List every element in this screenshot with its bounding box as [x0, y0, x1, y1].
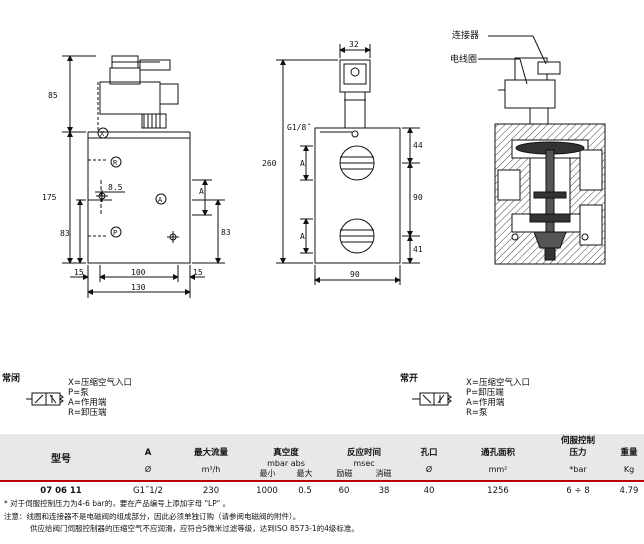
- spec-table: 型号 A 最大流量 真空度 反应时间 孔口 通孔面积 伺服控制压力 重量 Ø m…: [0, 434, 644, 500]
- unit-release: 消磁: [375, 469, 392, 478]
- legend-nc-line: P=泵: [68, 388, 89, 398]
- unit-orifice: mm²: [454, 458, 542, 481]
- dim-15-left: 15: [74, 268, 84, 277]
- col-response: 反应时间: [324, 434, 404, 458]
- port-x: X: [100, 130, 105, 138]
- cross-section-callouts: 连接器 电线圈: [450, 29, 479, 65]
- notes: * 对于伺服控制压力为4-6 bar的，要在产品编号上添加字母 "LP" 。 注…: [4, 498, 359, 536]
- cross-section-view: [478, 35, 606, 265]
- unit-response: msec: [353, 459, 375, 468]
- dim-90-bottom: 90: [350, 270, 360, 279]
- legend-nc: X=压缩空气入口 P=泵 A=作用端 R=卸压端: [68, 378, 132, 418]
- front-view-labels: 85 175 83 8.5 A 83 15 100 15 130 X R A P: [42, 91, 231, 292]
- dim-100: 100: [131, 268, 146, 277]
- unit-weight: Kg: [614, 458, 644, 481]
- cell-pilot: 6 ÷ 8: [542, 480, 614, 500]
- legend-nc-line: X=压缩空气入口: [68, 378, 132, 388]
- legend-no: X=压缩空气入口 P=卸压端 A=作用端 R=泵: [466, 378, 530, 418]
- vacuum-sub: mbar abs 最小 最大: [248, 458, 324, 481]
- dim-a-lower: A: [300, 232, 305, 241]
- note-line: 注意：线圈和连接器不是电磁阀的组成部分，因此必须单独订购（请参阅电磁阀的附件）。: [4, 511, 301, 521]
- unit-a: Ø: [122, 458, 174, 481]
- dim-thread: G1/8˝: [287, 122, 311, 132]
- dim-41: 41: [413, 245, 423, 254]
- cell-max: 0.5: [286, 480, 324, 500]
- legend-no-line: A=作用端: [466, 398, 505, 408]
- cell-a: G1˝1/2: [122, 480, 174, 500]
- legend-nc-line: R=卸压端: [68, 408, 107, 418]
- col-pilot-line1: 伺服控制: [560, 436, 595, 446]
- valve-symbol-nc: [26, 392, 64, 406]
- side-view: [276, 44, 420, 285]
- legend-nc-line: A=作用端: [68, 398, 107, 408]
- col-port: 孔口: [404, 434, 454, 458]
- legend-no-line: P=卸压端: [466, 388, 504, 398]
- response-sub: msec 励磁 消磁: [324, 458, 404, 481]
- col-orifice: 通孔面积: [454, 434, 542, 458]
- legend-no-line: R=泵: [466, 408, 488, 418]
- cell-min: 1000: [248, 480, 286, 500]
- cell-release: 38: [364, 480, 404, 500]
- connector-label: 连接器: [452, 29, 479, 41]
- unit-flow: m³/h: [174, 458, 248, 481]
- note-line: 供应给阀门伺服控制器的压缩空气不应润滑，应符合5微米过滤等级，达到ISO 857…: [30, 524, 359, 533]
- col-weight: 重量: [614, 434, 644, 458]
- side-view-labels: 32 G1/8˝ 260 A A 44 90 41 90: [262, 40, 423, 279]
- dim-83: 83: [60, 229, 70, 238]
- table-row: 07 06 11 G1˝1/2 230 1000 0.5 60 38 40 12…: [0, 480, 644, 500]
- unit-pilot: *bar: [542, 458, 614, 481]
- dim-83-right: 83: [221, 228, 231, 237]
- response-split: 励磁 消磁: [325, 468, 403, 479]
- cell-weight: 4.79: [614, 480, 644, 500]
- unit-min: 最小: [259, 469, 276, 478]
- dim-15-right: 15: [193, 268, 203, 277]
- dim-175: 175: [42, 193, 57, 202]
- valve-symbol-no: [412, 392, 452, 406]
- front-view: [62, 55, 225, 298]
- dim-8-5: 8.5: [108, 183, 123, 192]
- unit-max: 最大: [296, 469, 313, 478]
- port-p: P: [113, 229, 117, 237]
- cell-orifice: 1256: [454, 480, 542, 500]
- dim-a-upper: A: [300, 159, 305, 168]
- cell-port: 40: [404, 480, 454, 500]
- port-r: R: [113, 159, 118, 167]
- dim-44: 44: [413, 141, 423, 150]
- technical-drawing: 85 175 83 8.5 A 83 15 100 15 130 X R A P: [42, 29, 606, 298]
- dim-90: 90: [413, 193, 423, 202]
- dim-260: 260: [262, 159, 277, 168]
- dim-130: 130: [131, 283, 146, 292]
- cell-model: 07 06 11: [0, 480, 122, 500]
- dim-32: 32: [349, 40, 359, 49]
- note-line: * 对于伺服控制压力为4-6 bar的，要在产品编号上添加字母 "LP" 。: [4, 499, 231, 508]
- dim-a: A: [199, 187, 204, 196]
- unit-vacuum: mbar abs: [267, 459, 305, 468]
- legend-no-line: X=压缩空气入口: [466, 378, 530, 388]
- coil-label: 电线圈: [450, 53, 477, 65]
- cell-excite: 60: [324, 480, 364, 500]
- unit-port: Ø: [404, 458, 454, 481]
- legend-nc-title: 常闭: [2, 374, 21, 384]
- cell-flow: 230: [174, 480, 248, 500]
- col-a: A: [122, 434, 174, 458]
- col-pilot-line2: 压力: [569, 448, 587, 458]
- legend-no-title: 常开: [400, 374, 419, 384]
- unit-excite: 励磁: [336, 469, 353, 478]
- vacuum-minmax: 最小 最大: [249, 468, 323, 479]
- port-a: A: [158, 196, 163, 204]
- col-vacuum: 真空度: [248, 434, 324, 458]
- col-model: 型号: [0, 434, 122, 481]
- col-pilot: 伺服控制压力: [542, 434, 614, 458]
- dim-85: 85: [48, 91, 58, 100]
- col-flow: 最大流量: [174, 434, 248, 458]
